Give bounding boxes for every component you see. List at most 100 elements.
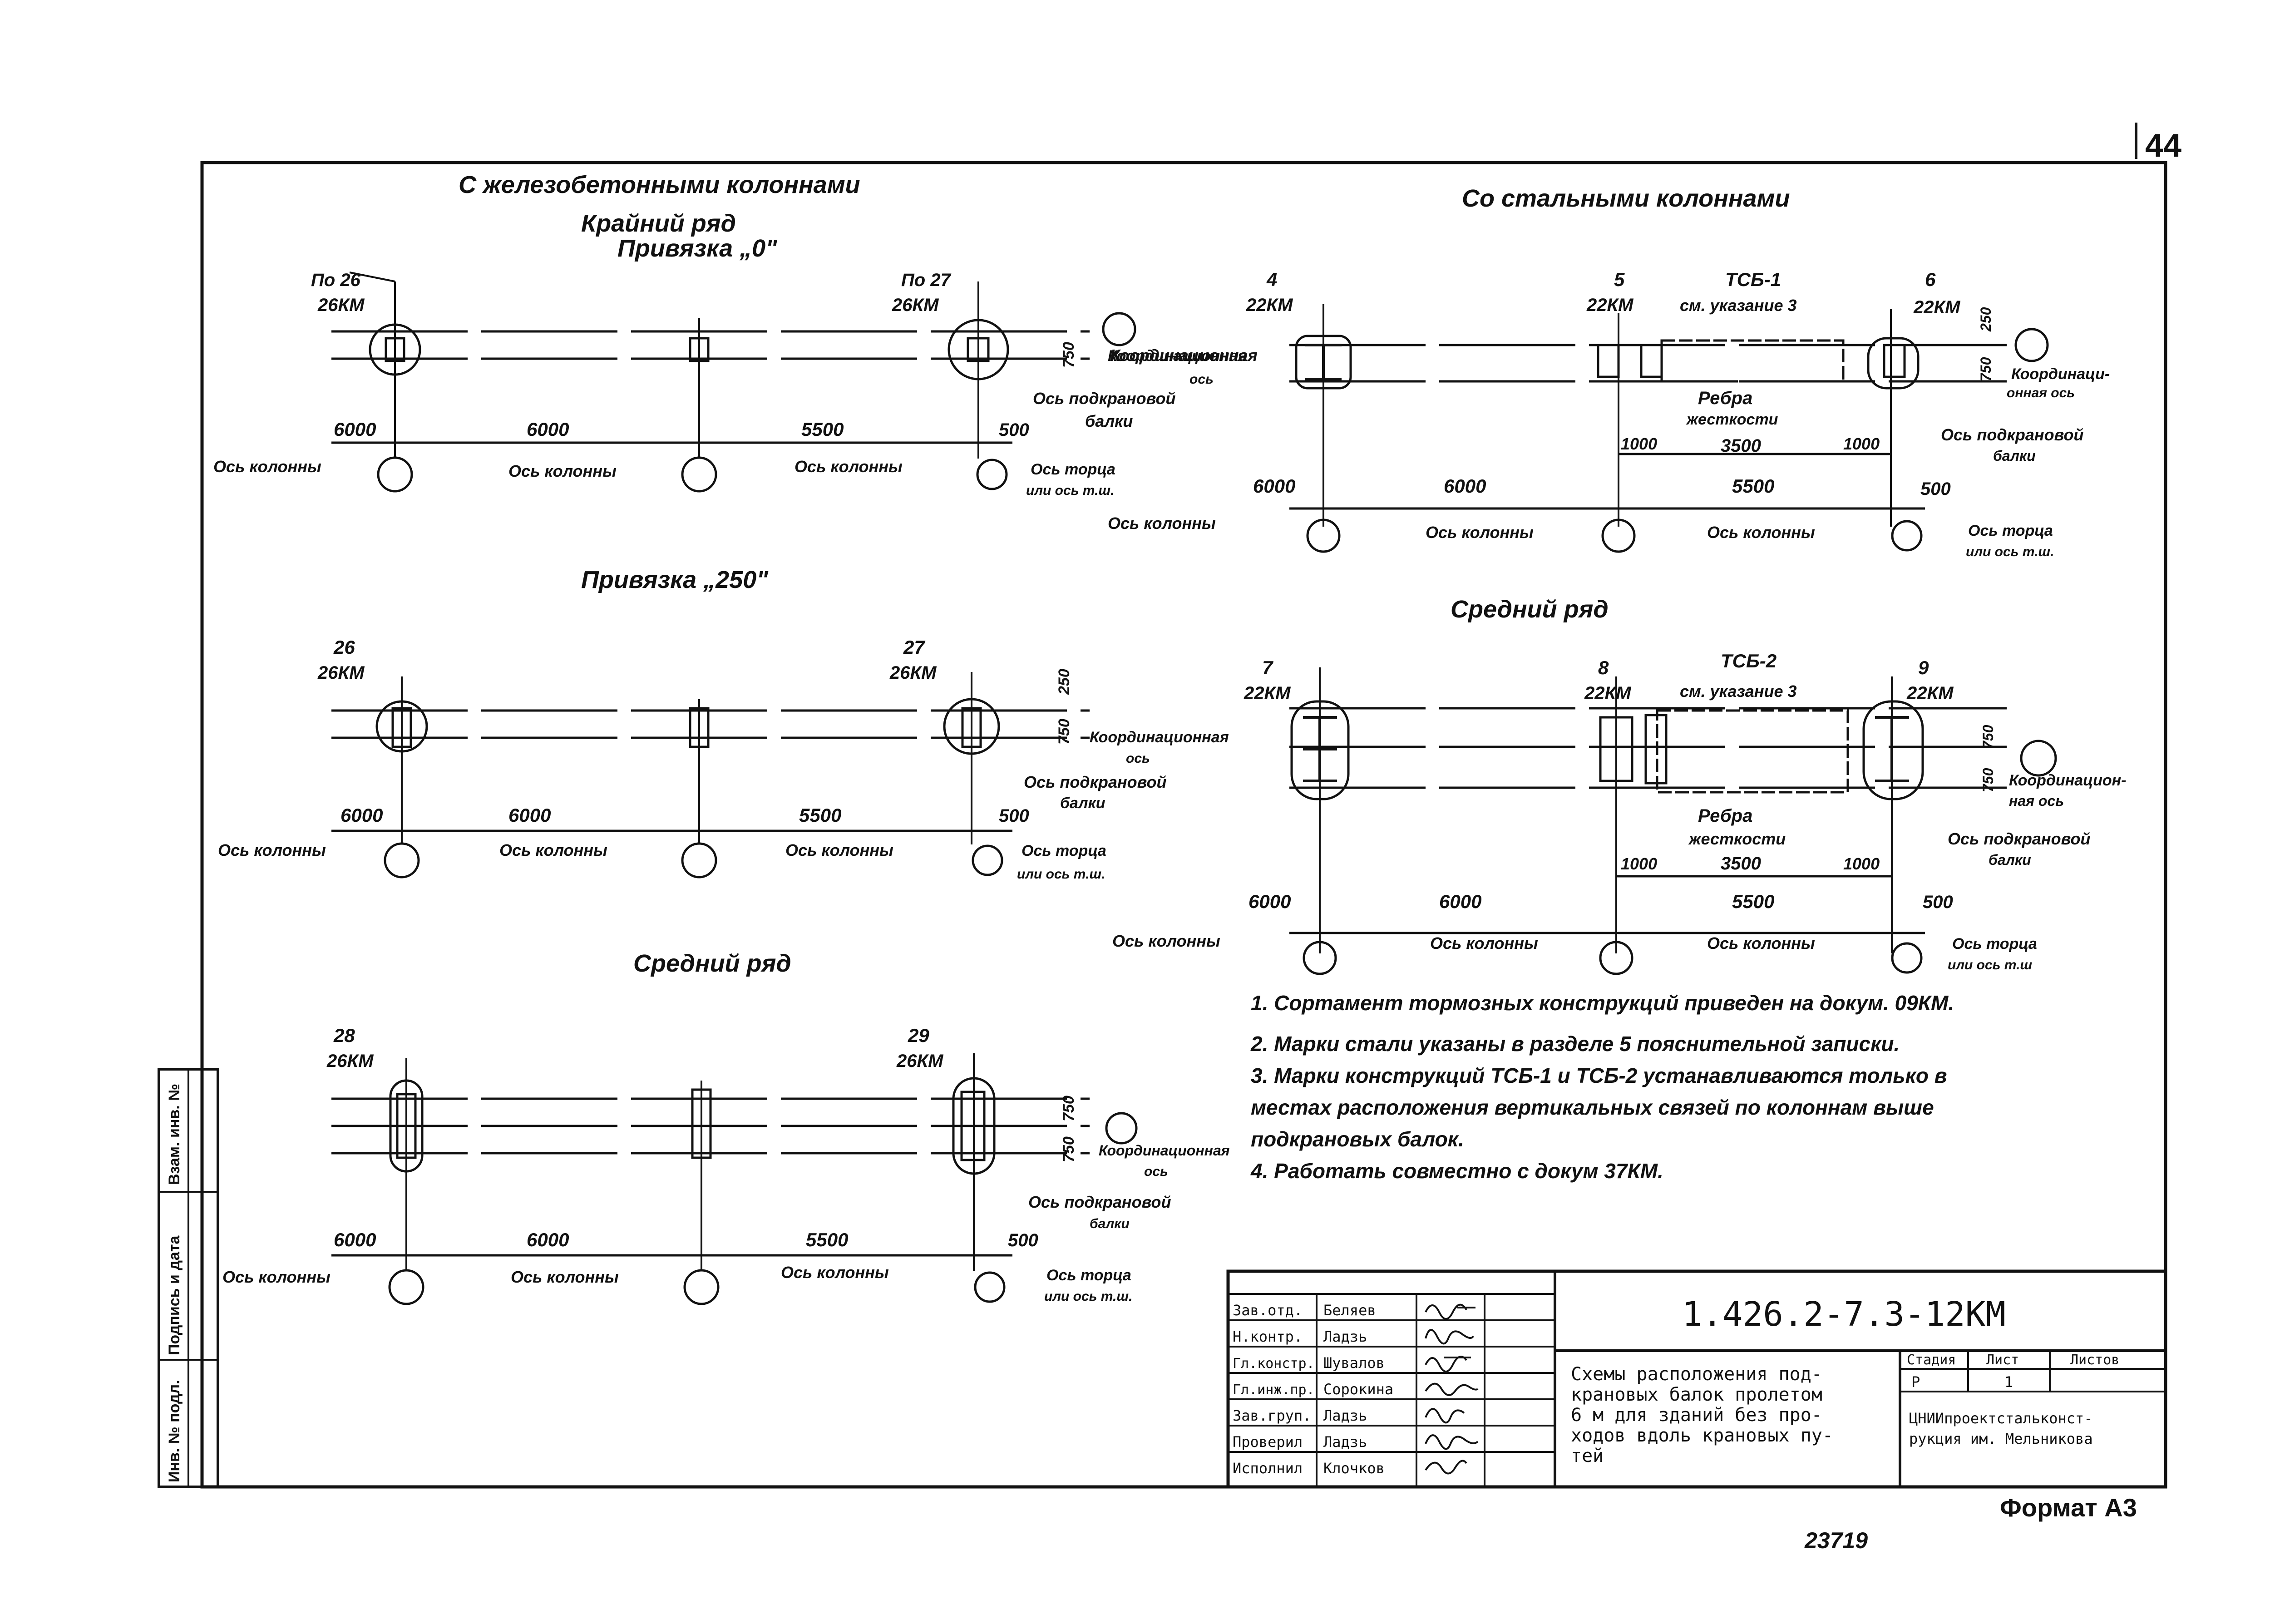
note-3-cont: местах расположения вертикальных связей …	[1251, 1096, 1934, 1119]
column-outline	[1867, 337, 1920, 390]
column-axis-bubble	[681, 456, 717, 493]
mark-right-doc: 26КМ	[892, 295, 939, 315]
name-4: Сорокина	[1323, 1381, 1393, 1398]
end-axis-label-2: или ось т.ш.	[1044, 1289, 1132, 1304]
column-axis-label: Ось колонны	[1707, 523, 1815, 542]
column-axis-label: Ось колонны	[781, 1263, 889, 1282]
coord-axis-label: Координаци-	[2011, 365, 2110, 383]
mark-6-doc: 22КМ	[1913, 297, 1961, 317]
drawing-frame	[200, 161, 2167, 1489]
ribs-label-2: жесткости	[1688, 829, 1786, 848]
name-3: Шувалов	[1323, 1354, 1385, 1372]
right-panel-1: 4 22КМ 5 22КМ 6 22КМ ТСБ-1 см. указание …	[1108, 269, 2110, 559]
signature	[1425, 1460, 1467, 1475]
side-stamp-replace-inv: Взам. инв. №	[166, 1084, 183, 1185]
role-7: Исполнил	[1233, 1460, 1303, 1477]
role-2: Н.контр.	[1233, 1328, 1303, 1345]
signatures	[1425, 1303, 1479, 1475]
column-axis-label: Ось колонны	[1430, 934, 1538, 953]
mark-left: 26	[333, 637, 355, 658]
column-section	[1597, 344, 1620, 378]
stage-header: Стадия	[1907, 1352, 1956, 1368]
end-axis-label-2: или ось т.ш.	[1026, 483, 1114, 498]
role-5: Зав.груп.	[1233, 1407, 1311, 1424]
mark-9: 9	[1918, 657, 1929, 678]
crane-axis-label: Ось подкрановой	[1033, 389, 1175, 408]
column-axis-label: Ось колонны	[1112, 932, 1220, 950]
rib-dim-2: 3500	[1721, 436, 1761, 456]
mark-8-doc: 22КМ	[1584, 683, 1632, 703]
left-panel-3: 28 26КМ 29 26КМ 6000 6000 5500 500 750 7…	[222, 1025, 1230, 1305]
description-line-4: ходов вдоль крановых пу-	[1571, 1425, 1833, 1446]
crane-axis-label: Ось подкрановой	[1024, 773, 1166, 791]
column-axis-bubble	[377, 456, 413, 493]
column-axis-label: Ось колонны	[794, 457, 903, 476]
mark-5-doc: 22КМ	[1586, 295, 1634, 315]
mark-right-doc: 26КМ	[889, 663, 937, 683]
page-number: 44	[2145, 128, 2181, 164]
mark-left-doc: 26КМ	[317, 663, 365, 683]
role-1: Зав.отд.	[1233, 1302, 1303, 1319]
crane-axis-label-2: балки	[1993, 448, 2036, 464]
mark-right: 29	[908, 1025, 929, 1046]
left-binding-250-title: Привязка „250"	[581, 566, 769, 593]
span-2: 6000	[508, 805, 551, 826]
column-axis-label: Ось колонны	[499, 841, 607, 859]
mark-left: По 26	[311, 270, 361, 290]
end-axis-label-2: или ось т.ш.	[1017, 867, 1105, 882]
stage-value: Р	[1911, 1373, 1920, 1391]
column-axis-label: Ось колонны	[213, 457, 321, 476]
title-block: Зав.отд. Н.контр. Гл.констр. Гл.инж.пр. …	[1226, 1269, 2167, 1489]
right-section: Со стальными колоннами Средний ряд	[1451, 185, 1790, 623]
brake-truss-tsb2	[1656, 709, 1849, 794]
span-4: 500	[1923, 892, 1953, 912]
end-axis-label-2: или ось т.ш.	[1966, 544, 2054, 559]
crane-axis-label: Ось подкрановой	[1941, 425, 2083, 444]
end-axis-label: Ось торца	[1022, 842, 1106, 859]
note-2: 2. Марки стали указаны в разделе 5 поясн…	[1250, 1032, 1900, 1056]
span-1: 6000	[340, 805, 383, 826]
note-4: 4. Работать совместно с докум 37КМ.	[1250, 1159, 1663, 1183]
org-line-2: рукция им. Мельникова	[1909, 1430, 2093, 1447]
mark-9-doc: 22КМ	[1906, 683, 1954, 703]
column-axis-label: Ось колонны	[218, 841, 326, 859]
span-3: 5500	[1732, 891, 1774, 912]
coord-axis-bubble	[1105, 1112, 1138, 1145]
offset-top-dim: 250	[1056, 669, 1073, 695]
signature	[1425, 1356, 1471, 1372]
signature	[1425, 1382, 1479, 1396]
column-axis-label: Ось колонны	[508, 462, 617, 480]
mark-left: 28	[333, 1025, 355, 1046]
coord-axis-label: Координационная	[1099, 1142, 1230, 1159]
coord-axis-label: Координационная	[1090, 729, 1229, 746]
column-axis-bubble	[388, 1269, 424, 1305]
side-stamp-signature: Подпись и дата	[166, 1235, 183, 1355]
column-axis-bubble	[1601, 518, 1636, 553]
notes: 1. Сортамент тормозных конструкций приве…	[1250, 991, 1954, 1183]
signature	[1425, 1434, 1479, 1450]
side-stamp-orig-inv: Инв. № подл.	[166, 1380, 183, 1482]
mark-left-doc: 26КМ	[317, 295, 365, 315]
tsb1-label: ТСБ-1	[1725, 269, 1781, 290]
end-axis-bubble	[1891, 942, 1923, 974]
span-4: 500	[1920, 479, 1951, 499]
column-axis-bubble	[683, 1269, 720, 1305]
span-2: 6000	[1439, 891, 1481, 912]
end-axis-bubble	[974, 1271, 1006, 1303]
rib-dim-3: 1000	[1843, 434, 1880, 453]
span-1: 6000	[1253, 475, 1295, 497]
crane-axis-label-2: балки	[1085, 412, 1133, 430]
role-6: Проверил	[1233, 1433, 1303, 1451]
mark-right: 27	[903, 637, 925, 658]
column-axis-label: Ось колонны	[1707, 934, 1815, 953]
title-block-frame	[1226, 1269, 2167, 1489]
offset-dim: 750	[1060, 342, 1077, 368]
crane-axis-label-2: балки	[1060, 795, 1105, 812]
span-2: 6000	[527, 419, 569, 440]
right-section-title: Со стальными колоннами	[1462, 185, 1790, 212]
description-line-1: Схемы расположения под-	[1571, 1364, 1822, 1385]
left-panel-2: 26 26КМ 27 26КМ 6000 6000 5500 500 250 7…	[218, 637, 1229, 882]
rib-dim-1: 1000	[1621, 854, 1657, 873]
document-code: 1.426.2-7.3-12КМ	[1682, 1295, 2006, 1334]
coord-axis-label: Координацион-	[2009, 772, 2127, 789]
